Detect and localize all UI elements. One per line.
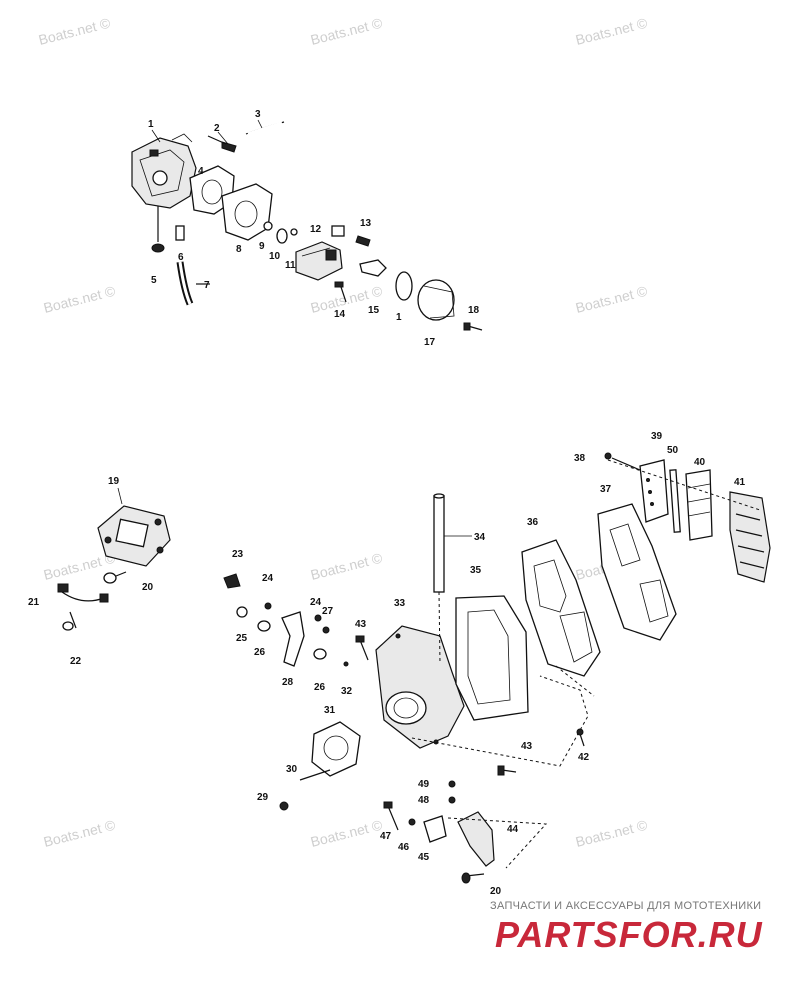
callout-26: 26 [254,647,266,658]
callout-15: 15 [368,305,380,316]
watermark: Boats.net © [309,816,385,849]
callout-36: 36 [527,517,539,528]
watermark: Boats.net © [574,14,650,47]
callout-17: 17 [424,337,436,348]
callout-45: 45 [418,852,430,863]
callout-24: 24 [310,597,322,608]
callout-27: 27 [322,606,334,617]
watermark: Boats.net © [309,549,385,582]
reed-block [729,491,771,583]
callout-1: 1 [148,119,154,130]
callout-labels: 1 2 3 4 5 6 7 8 9 10 11 12 13 14 15 1 17… [28,109,746,897]
callout-34: 34 [474,532,486,543]
callout-37: 37 [600,484,612,495]
callout-5: 5 [151,275,157,286]
carburetor-assembly [131,119,483,331]
callout-13: 13 [360,218,372,229]
callout-49: 49 [418,779,430,790]
intake-manifold-assembly [223,493,589,884]
callout-14: 14 [334,309,346,320]
callout-28: 28 [282,677,294,688]
site-tagline: ЗАПЧАСТИ И АКСЕССУАРЫ ДЛЯ МОТОТЕХНИКИ [490,900,762,912]
callout-24: 24 [262,573,274,584]
watermark: Boats.net © [42,282,118,315]
callout-20: 20 [142,582,154,593]
callout-33: 33 [394,598,406,609]
alignment-rod [433,495,445,593]
callout-23: 23 [232,549,244,560]
callout-21: 21 [28,597,40,608]
callout-29: 29 [257,792,269,803]
callout-9: 9 [259,241,265,252]
callout-12: 12 [310,224,322,235]
callout-41: 41 [734,477,746,488]
watermark: Boats.net © [574,282,650,315]
callout-2: 2 [214,123,220,134]
callout-46: 46 [398,842,410,853]
callout-19: 19 [108,476,120,487]
reed-gasket [597,503,677,641]
callout-32: 32 [341,686,353,697]
manifold-gasket [455,595,529,721]
watermark: Boats.net © [574,816,650,849]
callout-25: 25 [236,633,248,644]
callout-35: 35 [470,565,482,576]
reed-valve-assembly [521,452,771,747]
callout-4: 4 [198,166,204,177]
callout-47: 47 [380,831,392,842]
callout-11: 11 [285,260,296,271]
callout-10: 10 [269,251,281,262]
callout-30: 30 [286,764,298,775]
watermark: Boats.net © [42,816,118,849]
callout-3: 3 [255,109,261,120]
callout-31: 31 [324,705,336,716]
callout-43: 43 [521,741,533,752]
callout-7: 7 [204,280,210,291]
watermark: Boats.net © [37,14,113,47]
watermark: Boats.net © [309,14,385,47]
callout-39: 39 [651,431,663,442]
callout-44: 44 [507,824,519,835]
callout-40: 40 [694,457,706,468]
callout-6: 6 [178,252,184,263]
callout-48: 48 [418,795,430,806]
callout-42: 42 [578,752,590,763]
callout-26: 26 [314,682,326,693]
callout-22: 22 [70,656,82,667]
callout-16: 1 [396,312,402,323]
callout-43: 43 [355,619,367,630]
callout-50: 50 [667,445,679,456]
linkage-bracket-assembly [57,487,171,631]
reed-plate [521,539,601,677]
site-logo: PARTSFOR.RU [495,914,763,955]
callout-38: 38 [574,453,586,464]
throttle-cam [457,811,495,867]
callout-18: 18 [468,305,480,316]
intake-manifold [375,625,465,749]
callout-8: 8 [236,244,242,255]
callout-20: 20 [490,886,502,897]
